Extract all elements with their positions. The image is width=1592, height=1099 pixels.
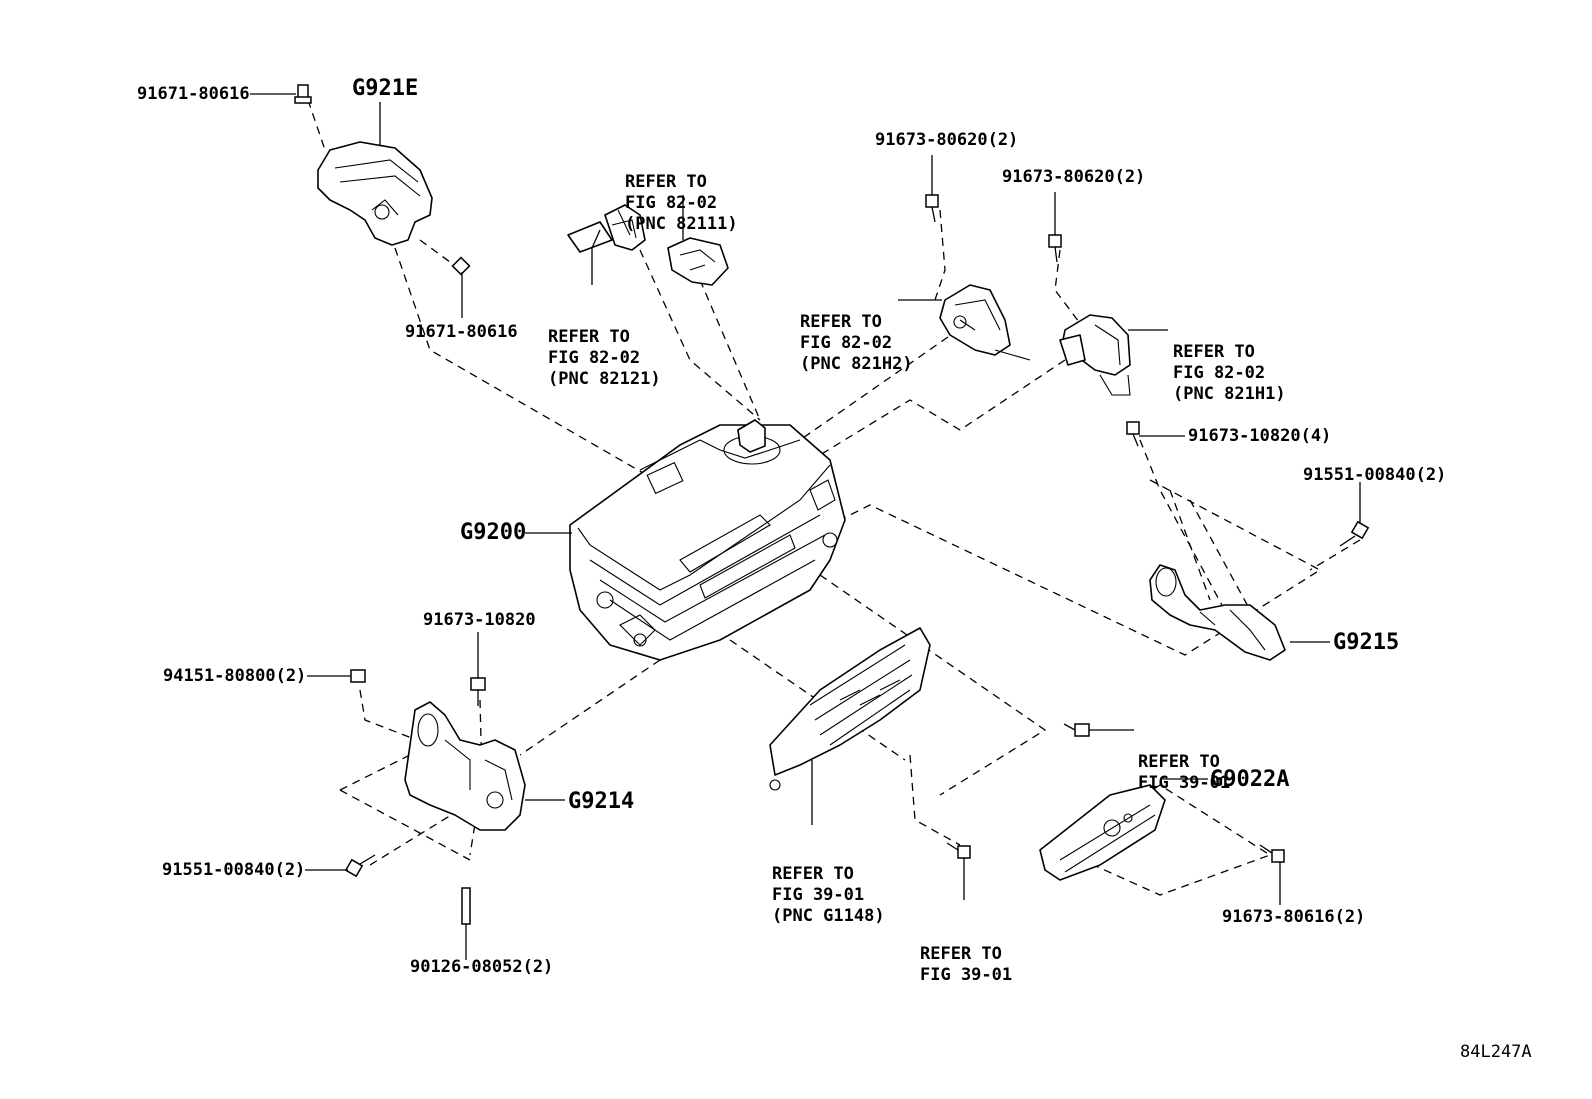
- left-bracket-part: [404, 701, 526, 831]
- label-cover-small: G9022A: [1210, 767, 1290, 792]
- bolt-fig39-a-icon: [1063, 723, 1090, 737]
- lower-plate-part: [769, 627, 931, 791]
- fasteners: [294, 84, 1370, 925]
- label-bolt-cover-side: 91671-80616: [405, 322, 518, 342]
- label-nut-left: 94151-80800(2): [163, 666, 307, 686]
- bolt-left-bracket-icon: [344, 854, 376, 878]
- label-bolt-top-left: 91671-80616: [137, 84, 250, 104]
- bolt-right-bracket-icon: [1339, 520, 1370, 547]
- label-bolt-sensor-a: 91673-80620(2): [875, 130, 1019, 150]
- label-bracket-left: G9214: [568, 789, 635, 814]
- label-bolt-left-bracket: 91551-00840(2): [162, 860, 306, 880]
- bolt-top-left-icon: [294, 84, 312, 104]
- bolt-left-single-icon: [470, 677, 486, 706]
- inverter-assembly-part: [569, 419, 846, 661]
- cable-connector-part: [567, 204, 646, 253]
- bolt-cover-small-icon: [1259, 844, 1285, 863]
- label-bolt-right-4: 91673-10820(4): [1188, 426, 1332, 446]
- sensor-left-part: [939, 284, 1031, 361]
- label-inverter: G9200: [460, 520, 527, 545]
- connector-part: [667, 237, 729, 286]
- label-bolt-right-bracket: 91551-00840(2): [1303, 465, 1447, 485]
- label-bolt-left-single: 91673-10820: [423, 610, 536, 630]
- bolt-right-4-icon: [1126, 421, 1140, 447]
- right-bracket-part: [1149, 564, 1286, 661]
- label-bracket-right: G9215: [1333, 630, 1400, 655]
- bolt-sensor-a-icon: [925, 194, 939, 223]
- label-cover-top: G921E: [352, 76, 419, 101]
- upper-cover-part: [317, 141, 433, 246]
- label-bolt-cover-small: 91673-80616(2): [1222, 907, 1366, 927]
- label-stud-left: 90126-08052(2): [410, 957, 554, 977]
- nut-left-icon: [350, 669, 366, 683]
- stud-left-icon: [461, 887, 471, 925]
- drawing-code: 84L247A: [1460, 1042, 1532, 1062]
- bolt-cover-side-icon: [451, 256, 471, 276]
- bolt-fig39-b-icon: [946, 842, 971, 859]
- leader-lines: [250, 93, 1361, 960]
- sensor-right-part: [1059, 314, 1131, 396]
- small-cover-part: [1039, 784, 1166, 881]
- label-bolt-sensor-b: 91673-80620(2): [1002, 167, 1146, 187]
